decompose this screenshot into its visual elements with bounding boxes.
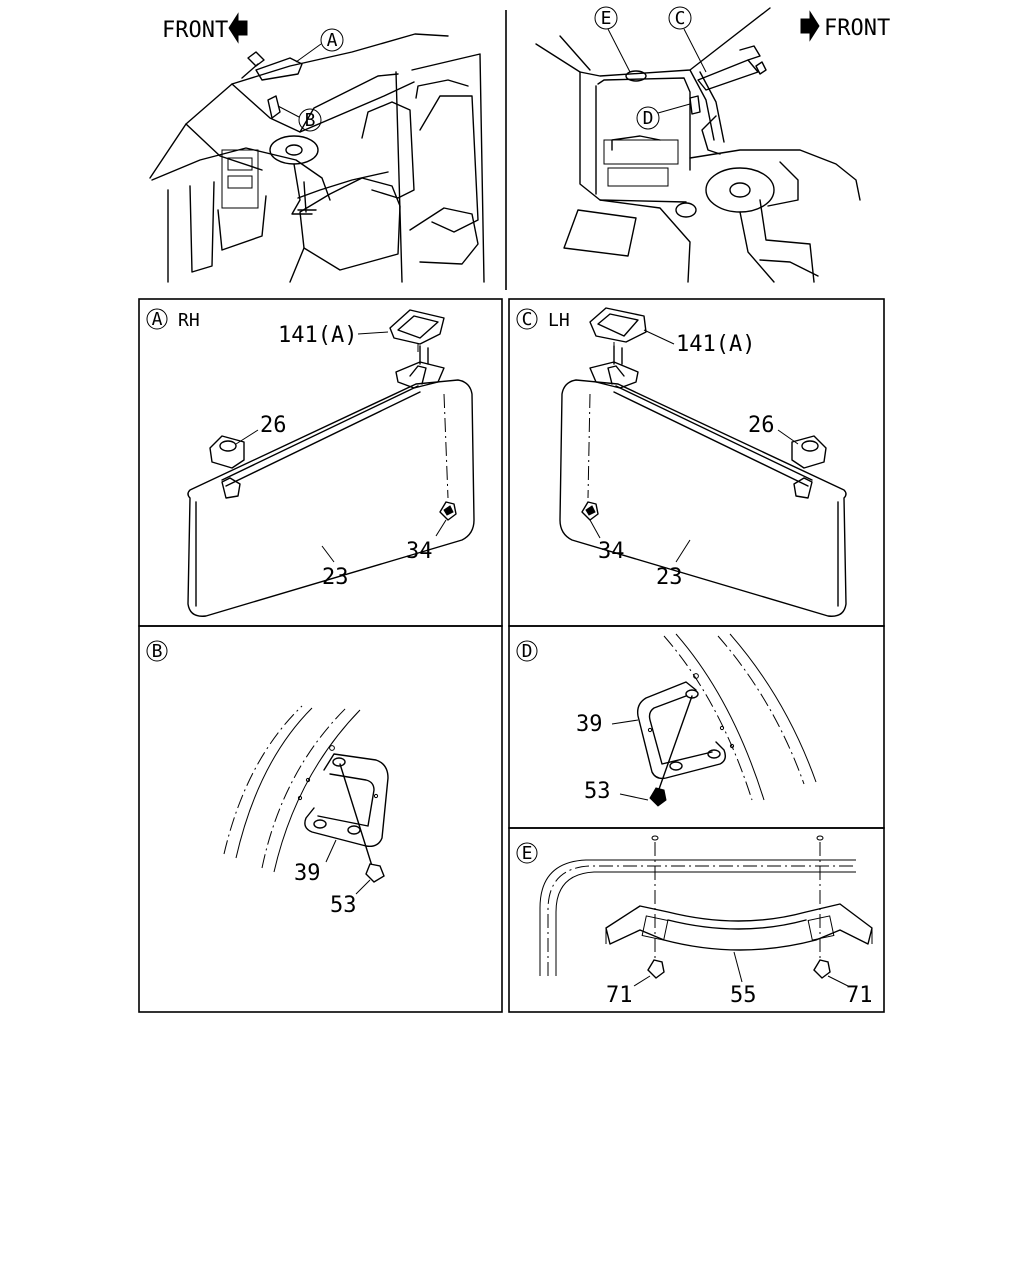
panel-b: B 39 53 <box>146 640 389 918</box>
grip-39-d-shape <box>636 681 727 780</box>
panel-c: C LH 141(A) 26 34 23 <box>516 307 847 617</box>
part-55-label: 55 <box>730 983 757 1008</box>
part-141-a-label: 141(A) <box>278 323 357 348</box>
panel-b-key: B <box>152 641 163 662</box>
front-label-left: FRONT <box>162 18 228 43</box>
overview-callout-c: C <box>675 8 686 29</box>
handle-55-shape <box>605 903 873 951</box>
part-53-b-label: 53 <box>330 893 357 918</box>
part-141-c-label: 141(A) <box>676 332 755 357</box>
panel-a-side: RH <box>178 310 200 331</box>
part-39-d-label: 39 <box>576 712 603 737</box>
part-23-a-label: 23 <box>322 565 349 590</box>
panel-e-key: E <box>522 843 533 864</box>
front-label-right: FRONT <box>824 16 890 41</box>
panel-e-frame <box>508 827 885 1013</box>
overview-callout-e: E <box>601 8 612 29</box>
overview-callout-a: A <box>327 30 338 51</box>
part-23-c-label: 23 <box>656 565 683 590</box>
part-39-b-label: 39 <box>294 861 321 886</box>
front-arrow-left-icon <box>228 12 248 44</box>
visor-23-c-shape <box>559 379 847 617</box>
overview-right-cab: FRONT E <box>535 6 890 283</box>
overview-callout-b: B <box>305 110 316 131</box>
panel-a-frame <box>138 298 503 627</box>
part-26-a-label: 26 <box>260 413 287 438</box>
panel-a-key: A <box>152 309 163 330</box>
panel-d-key: D <box>522 641 533 662</box>
part-71-right-label: 71 <box>846 983 873 1008</box>
panel-e: E 71 55 71 <box>516 835 873 1008</box>
panel-d-frame <box>508 625 885 829</box>
part-34-a-label: 34 <box>406 539 433 564</box>
part-71-left-label: 71 <box>606 983 633 1008</box>
panel-c-side: LH <box>548 310 570 331</box>
panel-c-key: C <box>522 309 533 330</box>
part-53-d-label: 53 <box>584 779 611 804</box>
overview-callout-d: D <box>643 108 654 129</box>
grip-39-b-shape <box>304 753 389 848</box>
part-34-c-label: 34 <box>598 539 625 564</box>
part-26-c-label: 26 <box>748 413 775 438</box>
panel-d: D 39 53 <box>516 633 817 807</box>
front-arrow-right-icon <box>800 10 820 42</box>
panel-b-frame <box>138 625 503 1013</box>
overview-left-cab: FRONT A <box>149 12 485 283</box>
panel-a: A RH 141(A) 26 34 23 <box>146 308 475 617</box>
visor-23-shape <box>187 379 475 617</box>
